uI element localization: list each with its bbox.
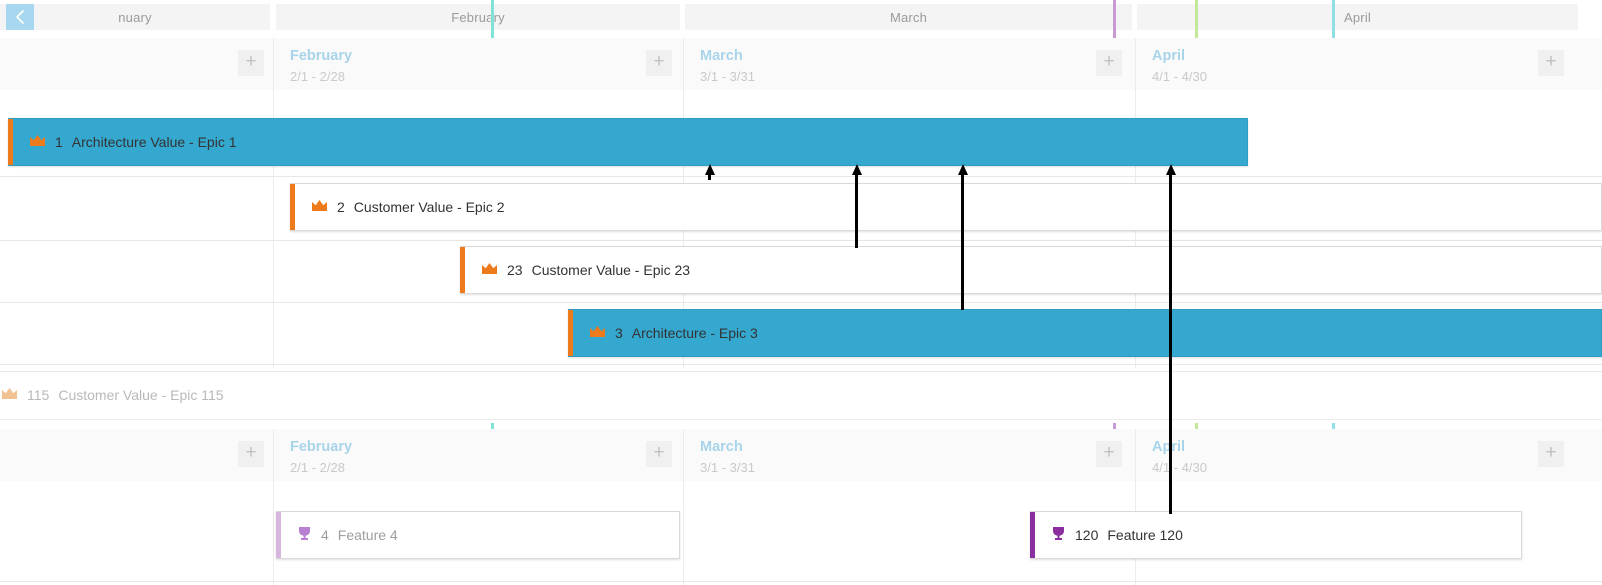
arrow-head xyxy=(705,164,715,175)
feature-title: Feature 120 xyxy=(1107,527,1183,543)
dependency-arrow-1 xyxy=(705,164,715,180)
column-month-label: April xyxy=(1152,439,1185,455)
add-item-button-march[interactable]: + xyxy=(1096,50,1122,76)
arrow-shaft xyxy=(1169,173,1172,514)
trophy-icon xyxy=(1051,526,1066,544)
column-divider xyxy=(683,481,684,585)
crown-icon xyxy=(1,387,18,403)
epic-bar-1[interactable]: 1 Architecture Value - Epic 1 xyxy=(8,118,1248,166)
epic-column-march[interactable]: March 3/1 - 3/31 + xyxy=(683,38,1136,90)
month-header-february[interactable]: February xyxy=(276,4,680,30)
row-divider xyxy=(0,581,1602,582)
epic-column-february[interactable]: February 2/1 - 2/28 + xyxy=(273,38,684,90)
bar-accent-edge xyxy=(460,247,465,293)
crown-icon xyxy=(481,262,498,278)
epic-id: 3 xyxy=(615,325,623,341)
epic-row-115-container xyxy=(0,371,1602,420)
add-item-button-february[interactable]: + xyxy=(646,50,672,76)
purple-marker-top xyxy=(1113,0,1116,42)
row-divider xyxy=(0,364,1602,365)
bar-accent-edge xyxy=(276,512,281,558)
column-date-range: 2/1 - 2/28 xyxy=(290,69,345,84)
month-header-march[interactable]: March xyxy=(685,4,1132,30)
feature-bar-120[interactable]: 120 Feature 120 xyxy=(1030,511,1522,559)
scroll-back-button[interactable] xyxy=(6,4,34,30)
teal-marker-top xyxy=(491,0,494,42)
arrow-shaft xyxy=(961,173,964,310)
bar-accent-edge xyxy=(8,119,13,165)
column-month-label: February xyxy=(290,48,353,64)
row-divider xyxy=(0,176,1602,177)
crown-icon xyxy=(589,325,606,341)
arrow-shaft xyxy=(855,173,858,248)
column-date-range: 4/1 - 4/30 xyxy=(1152,69,1207,84)
add-item-button-april[interactable]: + xyxy=(1538,50,1564,76)
feature-column-january[interactable]: + xyxy=(0,429,273,481)
column-month-label: March xyxy=(700,48,743,64)
add-item-button-march-features[interactable]: + xyxy=(1096,441,1122,467)
add-item-button-january-features[interactable]: + xyxy=(238,441,264,467)
epic-title: Customer Value - Epic 23 xyxy=(531,262,691,278)
column-date-range: 3/1 - 3/31 xyxy=(700,460,755,475)
dependency-arrow-2 xyxy=(852,164,862,248)
feature-column-march[interactable]: March 3/1 - 3/31 + xyxy=(683,429,1136,481)
column-divider xyxy=(273,90,274,368)
feature-id: 4 xyxy=(321,527,329,543)
column-month-label: March xyxy=(700,439,743,455)
feature-id: 120 xyxy=(1075,527,1099,543)
epic-title: Architecture - Epic 3 xyxy=(631,325,758,341)
trophy-icon xyxy=(297,526,312,544)
feature-title: Feature 4 xyxy=(337,527,398,543)
column-date-range: 2/1 - 2/28 xyxy=(290,460,345,475)
cyan-marker-top xyxy=(1332,0,1335,42)
epic-bar-23[interactable]: 23 Customer Value - Epic 23 xyxy=(460,246,1602,294)
epic-title: Customer Value - Epic 2 xyxy=(353,199,505,215)
epic-column-january[interactable]: + xyxy=(0,38,273,90)
month-strip: nuary February March April xyxy=(0,0,1602,34)
epic-id: 1 xyxy=(55,134,63,150)
month-header-january[interactable]: nuary xyxy=(0,4,270,30)
green-marker-top xyxy=(1195,0,1198,42)
dependency-arrow-4 xyxy=(1166,164,1176,514)
month-header-label: nuary xyxy=(118,9,152,25)
epic-bar-3[interactable]: 3 Architecture - Epic 3 xyxy=(568,309,1602,357)
arrow-head xyxy=(958,164,968,175)
feature-column-april[interactable]: April 4/1 - 4/30 + xyxy=(1135,429,1602,481)
epic-title: Customer Value - Epic 115 xyxy=(58,386,224,403)
dependency-arrow-3 xyxy=(958,164,968,310)
row-divider xyxy=(0,302,1602,303)
column-month-label: February xyxy=(290,439,353,455)
crown-icon xyxy=(29,134,46,150)
month-header-april[interactable]: April xyxy=(1137,4,1578,30)
month-header-label: February xyxy=(451,9,505,25)
chevron-left-icon xyxy=(14,9,26,25)
row-divider xyxy=(0,240,1602,241)
bar-accent-edge xyxy=(290,184,295,230)
feature-bar-4[interactable]: 4 Feature 4 xyxy=(276,511,680,559)
bar-accent-edge xyxy=(568,310,573,356)
epic-column-april[interactable]: April 4/1 - 4/30 + xyxy=(1135,38,1602,90)
epic-bar-2[interactable]: 2 Customer Value - Epic 2 xyxy=(290,183,1602,231)
epic-id: 23 xyxy=(507,262,523,278)
crown-icon xyxy=(311,199,328,215)
epic-id: 2 xyxy=(337,199,345,215)
column-month-label: April xyxy=(1152,48,1186,64)
column-date-range: 3/1 - 3/31 xyxy=(700,69,755,84)
epic-title: Architecture Value - Epic 1 xyxy=(71,134,237,150)
column-date-range: 4/1 - 4/30 xyxy=(1152,460,1207,475)
arrow-head xyxy=(852,164,862,175)
arrow-shaft xyxy=(708,173,711,180)
bar-accent-edge xyxy=(1030,512,1035,558)
add-item-button-january[interactable]: + xyxy=(238,50,264,76)
column-divider xyxy=(273,481,274,585)
month-header-label: April xyxy=(1343,9,1371,25)
month-header-label: March xyxy=(889,9,928,25)
epic-bar-115[interactable]: 115 Customer Value - Epic 115 xyxy=(0,372,1602,417)
arrow-head xyxy=(1166,164,1176,175)
features-panel: + February 2/1 - 2/28 + March 3/1 - 3/31… xyxy=(0,429,1602,585)
add-item-button-april-features[interactable]: + xyxy=(1538,441,1564,467)
feature-column-february[interactable]: February 2/1 - 2/28 + xyxy=(273,429,684,481)
epic-id: 115 xyxy=(27,386,50,403)
add-item-button-february-features[interactable]: + xyxy=(646,441,672,467)
